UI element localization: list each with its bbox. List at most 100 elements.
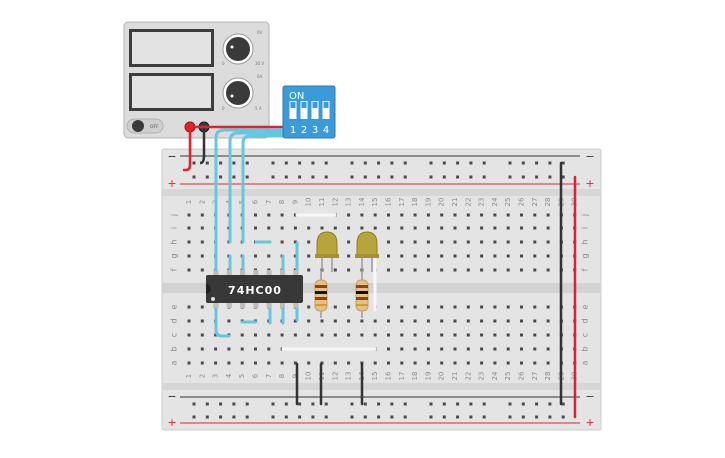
breadboard-hole[interactable] — [377, 161, 381, 165]
chip-pin[interactable] — [253, 270, 259, 277]
breadboard-hole[interactable] — [333, 333, 337, 337]
breadboard-hole[interactable] — [426, 254, 430, 258]
breadboard-hole[interactable] — [533, 240, 537, 244]
breadboard-hole[interactable] — [387, 213, 390, 217]
breadboard-hole[interactable] — [187, 319, 191, 323]
breadboard-hole[interactable] — [506, 305, 510, 309]
breadboard-hole[interactable] — [440, 240, 444, 244]
breadboard-hole[interactable] — [387, 240, 390, 244]
breadboard-hole[interactable] — [413, 226, 417, 230]
breadboard-hole[interactable] — [387, 347, 390, 351]
jumper-wire[interactable] — [214, 303, 231, 338]
breadboard-hole[interactable] — [350, 402, 354, 406]
breadboard-hole[interactable] — [548, 161, 552, 165]
breadboard-hole[interactable] — [205, 175, 209, 179]
breadboard-hole[interactable] — [400, 226, 404, 230]
breadboard-hole[interactable] — [535, 402, 539, 406]
breadboard-hole[interactable] — [413, 268, 417, 272]
breadboard-hole[interactable] — [363, 402, 367, 406]
breadboard-hole[interactable] — [533, 268, 537, 272]
breadboard-hole[interactable] — [480, 254, 484, 258]
dip-wire-3[interactable] — [241, 134, 302, 244]
breadboard-hole[interactable] — [480, 240, 484, 244]
breadboard-hole[interactable] — [293, 333, 297, 337]
breadboard-hole[interactable] — [482, 175, 486, 179]
breadboard-hole[interactable] — [400, 347, 404, 351]
chip-pin[interactable] — [213, 301, 219, 308]
breadboard-hole[interactable] — [546, 213, 550, 217]
breadboard-hole[interactable] — [254, 213, 257, 217]
breadboard-hole[interactable] — [561, 161, 565, 165]
breadboard-hole[interactable] — [493, 268, 497, 272]
breadboard-hole[interactable] — [187, 333, 191, 337]
breadboard-hole[interactable] — [508, 175, 512, 179]
breadboard-hole[interactable] — [324, 402, 328, 406]
breadboard-hole[interactable] — [187, 268, 191, 272]
breadboard-hole[interactable] — [469, 175, 473, 179]
breadboard-hole[interactable] — [429, 175, 433, 179]
chip-pin[interactable] — [226, 301, 232, 308]
breadboard-hole[interactable] — [546, 268, 550, 272]
breadboard-hole[interactable] — [240, 333, 244, 337]
breadboard-hole[interactable] — [324, 415, 328, 419]
breadboard-hole[interactable] — [426, 226, 430, 230]
breadboard-hole[interactable] — [333, 361, 337, 365]
breadboard-hole[interactable] — [200, 361, 204, 365]
breadboard-hole[interactable] — [442, 402, 446, 406]
breadboard-hole[interactable] — [293, 226, 297, 230]
breadboard-hole[interactable] — [293, 361, 297, 365]
breadboard-hole[interactable] — [187, 213, 191, 217]
breadboard-hole[interactable] — [320, 333, 324, 337]
breadboard-hole[interactable] — [508, 161, 512, 165]
breadboard-hole[interactable] — [324, 175, 328, 179]
breadboard-hole[interactable] — [466, 213, 470, 217]
breadboard-hole[interactable] — [521, 415, 525, 419]
breadboard-hole[interactable] — [508, 402, 512, 406]
breadboard-hole[interactable] — [506, 347, 510, 351]
breadboard-hole[interactable] — [350, 161, 354, 165]
breadboard-hole[interactable] — [267, 333, 271, 337]
breadboard-hole[interactable] — [469, 415, 473, 419]
breadboard-hole[interactable] — [293, 240, 297, 244]
breadboard-hole[interactable] — [466, 361, 470, 365]
breadboard-hole[interactable] — [307, 268, 311, 272]
breadboard-hole[interactable] — [413, 347, 417, 351]
breadboard-hole[interactable] — [245, 415, 249, 419]
breadboard-hole[interactable] — [284, 161, 288, 165]
breadboard-hole[interactable] — [187, 347, 191, 351]
led-right[interactable] — [355, 231, 379, 272]
dip-toggle-slot[interactable] — [311, 101, 319, 119]
breadboard-hole[interactable] — [413, 361, 417, 365]
breadboard-hole[interactable] — [311, 402, 315, 406]
breadboard-hole[interactable] — [360, 333, 364, 337]
breadboard-hole[interactable] — [548, 415, 552, 419]
breadboard-hole[interactable] — [254, 254, 257, 258]
breadboard-hole[interactable] — [232, 161, 236, 165]
breadboard-hole[interactable] — [546, 347, 550, 351]
breadboard-hole[interactable] — [192, 402, 196, 406]
breadboard-hole[interactable] — [506, 213, 510, 217]
breadboard-hole[interactable] — [506, 268, 510, 272]
breadboard-hole[interactable] — [493, 213, 497, 217]
breadboard-hole[interactable] — [453, 226, 457, 230]
breadboard-hole[interactable] — [440, 347, 444, 351]
breadboard-hole[interactable] — [320, 226, 324, 230]
breadboard-hole[interactable] — [466, 305, 470, 309]
breadboard-hole[interactable] — [205, 161, 209, 165]
breadboard-hole[interactable] — [377, 415, 381, 419]
breadboard-hole[interactable] — [535, 161, 539, 165]
dip-toggle-slot[interactable] — [322, 101, 330, 119]
breadboard-hole[interactable] — [347, 268, 351, 272]
breadboard-hole[interactable] — [533, 361, 537, 365]
breadboard-hole[interactable] — [298, 415, 302, 419]
breadboard-hole[interactable] — [480, 347, 484, 351]
breadboard-hole[interactable] — [284, 402, 288, 406]
breadboard-hole[interactable] — [320, 361, 324, 365]
breadboard-hole[interactable] — [442, 161, 446, 165]
breadboard-hole[interactable] — [521, 175, 525, 179]
breadboard-hole[interactable] — [200, 240, 204, 244]
breadboard-hole[interactable] — [506, 240, 510, 244]
breadboard-hole[interactable] — [413, 305, 417, 309]
breadboard-hole[interactable] — [245, 161, 249, 165]
breadboard-hole[interactable] — [192, 415, 196, 419]
